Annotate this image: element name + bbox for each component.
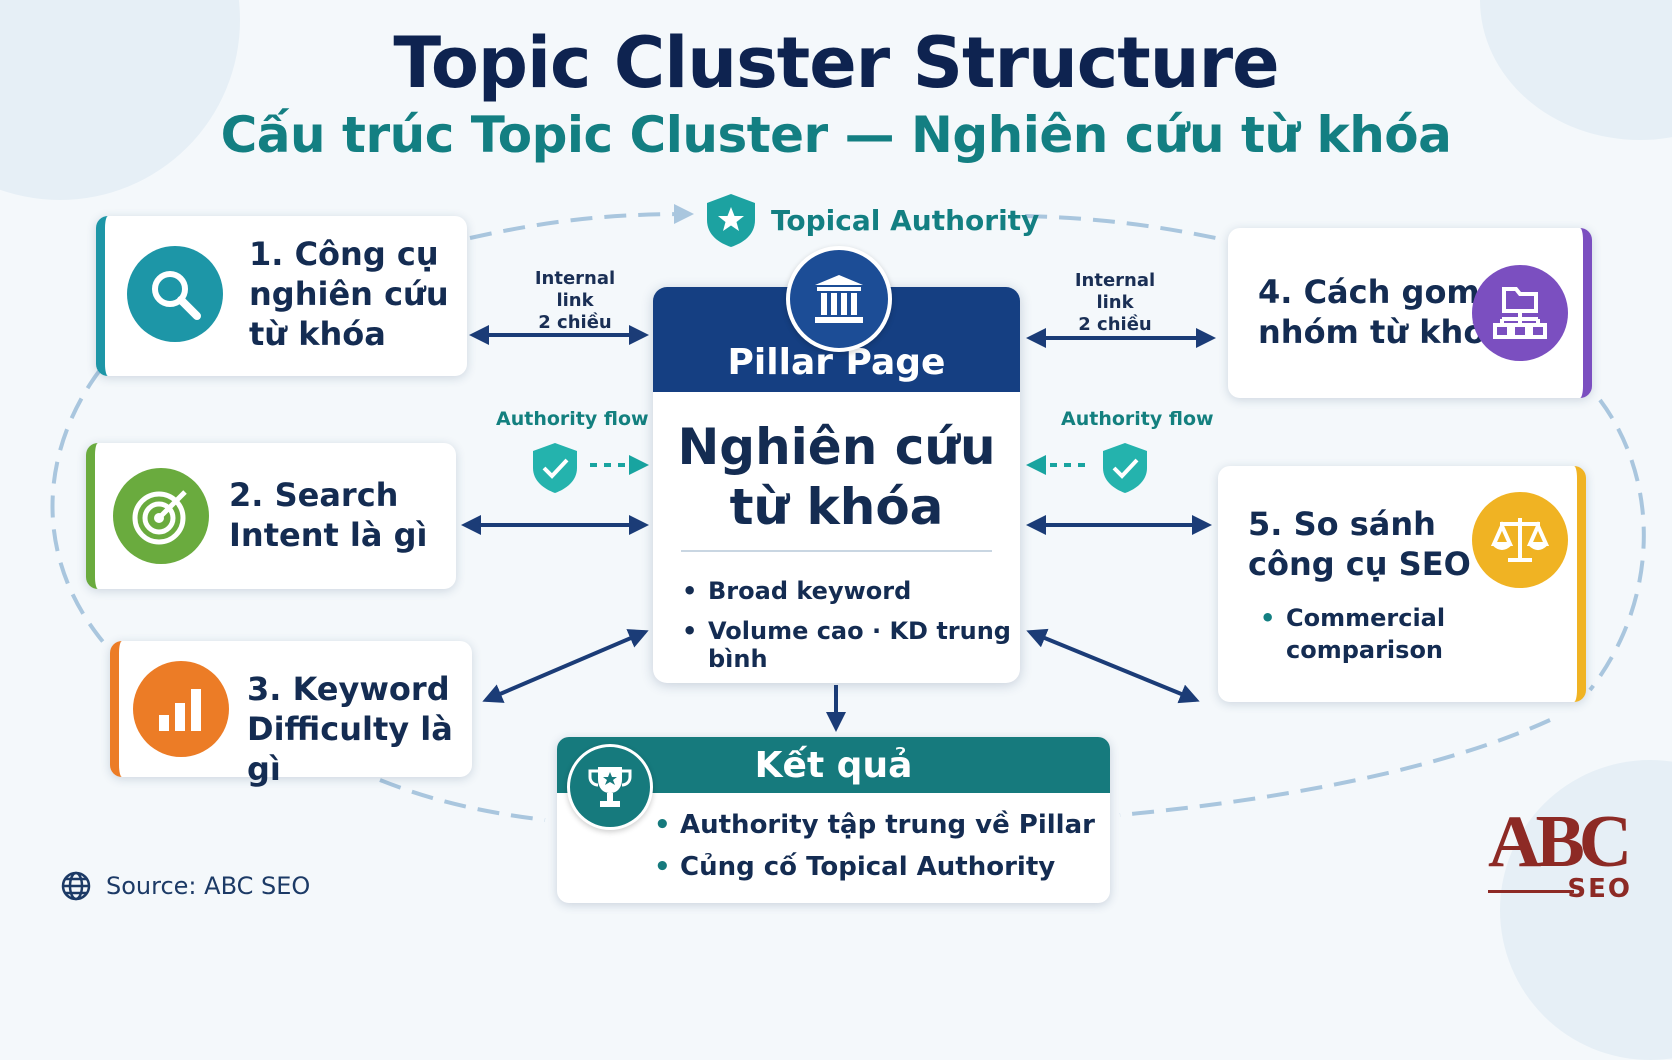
pillar-column-icon xyxy=(786,246,892,352)
shield-star-icon xyxy=(707,194,755,247)
target-icon xyxy=(113,468,209,564)
shield-check-icon-right xyxy=(1103,443,1147,493)
cluster-card-2[interactable]: 2. Search Intent là gì xyxy=(86,443,456,589)
loop-bottom-left xyxy=(379,778,546,822)
bar-chart-icon xyxy=(133,661,229,757)
cluster-2-title: 2. Search Intent là gì xyxy=(229,476,428,554)
topical-authority-badge: Topical Authority xyxy=(705,192,1039,248)
cluster-card-5[interactable]: 5. So sánh công cụ SEO Commercial compar… xyxy=(1218,466,1586,702)
logo-main-text: ABC xyxy=(1488,801,1632,883)
logo-line xyxy=(1488,890,1574,893)
authority-flow-label-right: Authority flow xyxy=(1061,408,1214,430)
cluster-card-1[interactable]: 1. Công cụ nghiên cứu từ khóa xyxy=(96,216,467,376)
page-subtitle: Cấu trúc Topic Cluster — Nghiên cứu từ k… xyxy=(220,106,1452,164)
arrow-cluster-6 xyxy=(1026,628,1200,704)
internal-link-label-left: Internal link 2 chiều xyxy=(534,268,616,333)
result-bullet-1: Authority tập trung về Pillar xyxy=(654,810,1095,840)
logo-sub-text: SEO xyxy=(1567,874,1632,904)
cluster-4-title: 4. Cách gom nhóm từ khóa xyxy=(1258,273,1507,351)
globe-icon xyxy=(61,871,91,901)
connector-lines xyxy=(50,204,1646,822)
pillar-bullet-1: Broad keyword xyxy=(682,577,911,605)
shield-check-icon-left xyxy=(533,443,577,493)
loop-left xyxy=(50,368,112,652)
loop-bottom-right xyxy=(1119,718,1551,817)
pillar-page-card[interactable]: Pillar Page Nghiên cứu từ khóa Broad key… xyxy=(653,287,1020,683)
loop-right xyxy=(1588,398,1646,692)
internal-link-label-right: Internal link 2 chiều xyxy=(1074,270,1156,335)
pillar-main-topic: Nghiên cứu từ khóa xyxy=(677,418,996,536)
cluster-3-title: 3. Keyword Difficulty là gì xyxy=(247,670,453,788)
trophy-icon xyxy=(567,744,653,830)
cluster-card-3[interactable]: 3. Keyword Difficulty là gì xyxy=(110,641,472,788)
result-bullet-2: Củng cố Topical Authority xyxy=(654,852,1055,882)
abc-seo-logo: ABC SEO xyxy=(1488,801,1638,908)
arrow-cluster-3 xyxy=(482,629,649,703)
pillar-divider xyxy=(681,550,992,552)
source-text: Source: ABC SEO xyxy=(106,872,311,900)
result-title: Kết quả xyxy=(754,745,913,786)
authority-flow-label-left: Authority flow xyxy=(496,408,649,430)
folder-tree-icon xyxy=(1472,265,1568,361)
loop-top-left xyxy=(469,204,694,240)
cluster-5-title: 5. So sánh công cụ SEO xyxy=(1248,505,1471,583)
page-title: Topic Cluster Structure xyxy=(393,22,1279,104)
loop-top-right xyxy=(1024,214,1226,242)
cluster-5-bullet: Commercial comparison xyxy=(1260,602,1445,666)
cluster-1-title: 1. Công cụ nghiên cứu từ khóa xyxy=(249,235,449,353)
source-credit: Source: ABC SEO xyxy=(60,870,310,902)
cluster-card-4[interactable]: 4. Cách gom nhóm từ khóa xyxy=(1228,228,1592,398)
scales-icon xyxy=(1472,492,1568,588)
pillar-bullet-2: Volume cao · KD trung bình xyxy=(682,617,1020,673)
topical-authority-label: Topical Authority xyxy=(771,203,1040,237)
magnifier-icon xyxy=(127,246,223,342)
